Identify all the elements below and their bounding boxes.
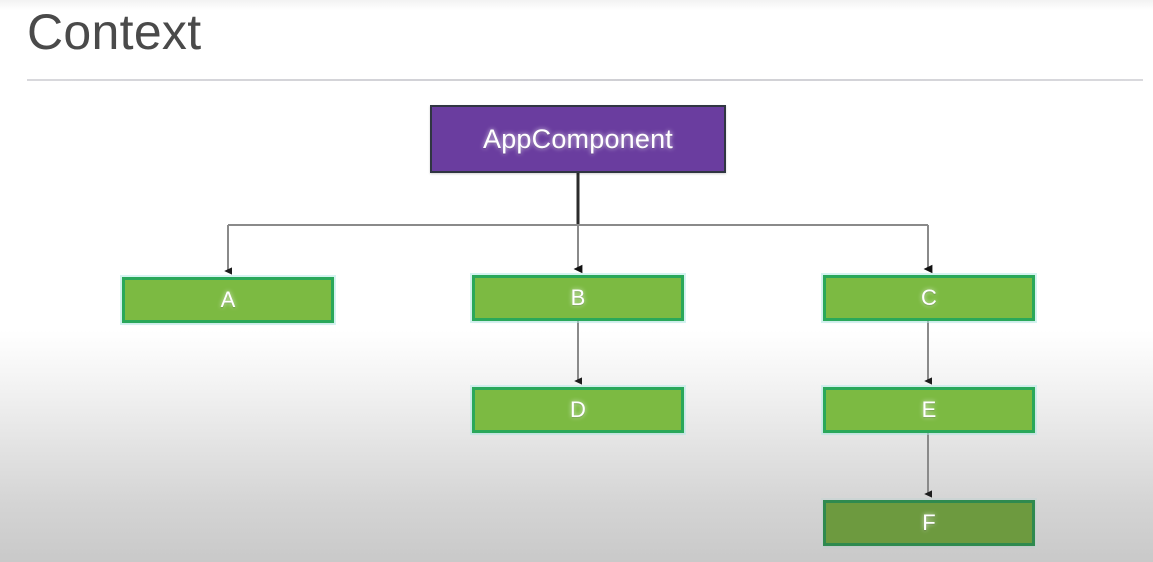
node-label: AppComponent [482, 123, 674, 154]
node-e[interactable]: E [823, 387, 1035, 433]
node-label: D [570, 397, 586, 422]
title-divider [27, 79, 1143, 81]
node-c[interactable]: C [823, 275, 1035, 321]
node-label: E [921, 397, 937, 422]
node-label: A [220, 287, 236, 312]
node-d[interactable]: D [472, 387, 684, 433]
node-b[interactable]: B [472, 275, 684, 321]
node-a[interactable]: A [122, 277, 334, 323]
node-f[interactable]: F [823, 500, 1035, 546]
node-label: F [922, 510, 936, 535]
page-title: Context [27, 4, 202, 60]
node-label: B [570, 285, 586, 310]
node-label: C [921, 285, 937, 310]
node-appcomponent[interactable]: AppComponent [430, 105, 726, 173]
